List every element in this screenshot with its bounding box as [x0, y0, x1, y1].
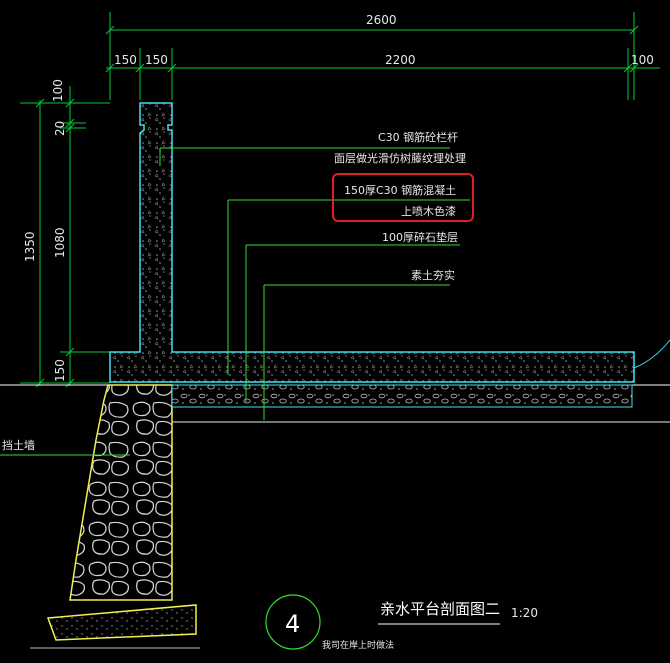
dim-left-20: 20 [53, 121, 67, 136]
dim-seg-1: 150 [114, 53, 137, 67]
wall-footing [46, 604, 197, 641]
title-number: 4 [285, 610, 300, 638]
callout-slab-1: 150厚C30 钢筋混凝土 [344, 183, 456, 197]
callout-gravel: 100厚碎石垫层 [382, 230, 458, 244]
dim-left-1080: 1080 [53, 227, 67, 258]
highlight-box [332, 173, 474, 222]
callout-slab-2: 上喷木色漆 [401, 204, 456, 218]
drawing-scale: 1:20 [511, 606, 538, 620]
callout-retaining-wall: 挡土墙 [2, 438, 35, 452]
dim-seg-3: 2200 [385, 53, 416, 67]
callout-railing-1: C30 钢筋砼栏杆 [378, 130, 458, 144]
dim-left-1350: 1350 [23, 231, 37, 262]
dim-left-100: 100 [51, 79, 65, 102]
retaining-wall [69, 384, 173, 601]
callout-railing-2: 面层做光滑仿树藤纹理处理 [334, 151, 466, 165]
drawing-title: 亲水平台剖面图二 [380, 600, 500, 618]
dim-seg-4: 100 [631, 53, 654, 67]
title-circle [265, 594, 321, 650]
dimension-lines [20, 12, 660, 388]
slab-and-railing [109, 102, 635, 383]
leader-lines [0, 147, 470, 456]
dim-left-150: 150 [53, 359, 67, 382]
dim-overall: 2600 [366, 13, 397, 27]
dim-seg-2: 150 [145, 53, 168, 67]
drawing-subnote: 我司在岸上时做法 [322, 639, 394, 651]
callout-soil: 素土夯实 [411, 268, 455, 282]
gravel-layer [171, 384, 633, 408]
